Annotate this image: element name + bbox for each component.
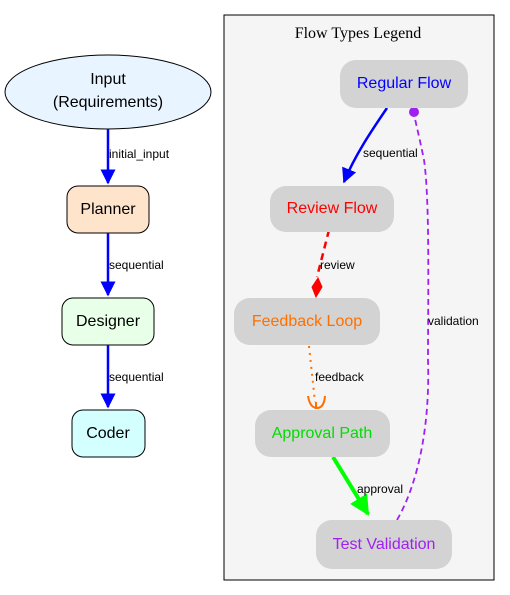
legend-edge-label-sequential: sequential bbox=[363, 146, 418, 160]
legend-edge-review-diamond bbox=[311, 276, 323, 299]
legend-node-review-flow-label: Review Flow bbox=[287, 200, 378, 217]
legend-node-feedback-loop-label: Feedback Loop bbox=[252, 313, 362, 330]
node-coder-label: Coder bbox=[86, 425, 130, 442]
legend-node-approval-path[interactable]: Approval Path bbox=[255, 410, 390, 457]
legend-node-test-validation[interactable]: Test Validation bbox=[316, 520, 452, 569]
legend-cluster: Flow Types Legend sequential review feed… bbox=[223, 14, 495, 581]
legend-node-test-validation-label: Test Validation bbox=[333, 536, 436, 553]
node-input-line1: Input bbox=[90, 71, 126, 88]
main-flow: Input (Requirements) initial_input Plann… bbox=[4, 54, 212, 458]
legend-edge-approval bbox=[331, 455, 370, 516]
legend-edge-validation-dot bbox=[409, 107, 419, 117]
legend-node-review-flow[interactable]: Review Flow bbox=[270, 186, 394, 232]
node-input-line2: (Requirements) bbox=[53, 94, 163, 111]
node-designer[interactable]: Designer bbox=[61, 297, 155, 346]
node-input[interactable]: Input (Requirements) bbox=[4, 54, 212, 130]
edge-label-sequential-1: sequential bbox=[109, 258, 164, 272]
legend-node-approval-path-label: Approval Path bbox=[272, 425, 373, 442]
legend-edge-label-review: review bbox=[320, 258, 355, 272]
legend-edge-feedback bbox=[308, 345, 316, 403]
edge-label-initial-input: initial_input bbox=[109, 147, 170, 161]
legend-edge-label-approval: approval bbox=[357, 482, 403, 496]
legend-node-feedback-loop[interactable]: Feedback Loop bbox=[234, 298, 380, 345]
legend-edge-label-validation: validation bbox=[428, 314, 479, 328]
edge-label-sequential-2: sequential bbox=[109, 370, 164, 384]
legend-node-regular-flow[interactable]: Regular Flow bbox=[340, 60, 468, 108]
legend-edge-review bbox=[315, 229, 331, 278]
node-coder[interactable]: Coder bbox=[71, 409, 146, 458]
legend-edge-label-feedback: feedback bbox=[315, 370, 365, 384]
legend-title: Flow Types Legend bbox=[295, 25, 422, 42]
legend-edge-validation bbox=[396, 113, 430, 521]
node-planner-label: Planner bbox=[80, 201, 136, 218]
legend-edge-sequential bbox=[342, 107, 389, 184]
legend-frame bbox=[223, 14, 495, 581]
legend-node-regular-flow-label: Regular Flow bbox=[357, 75, 452, 92]
node-designer-label: Designer bbox=[76, 313, 141, 330]
node-planner[interactable]: Planner bbox=[66, 185, 150, 234]
